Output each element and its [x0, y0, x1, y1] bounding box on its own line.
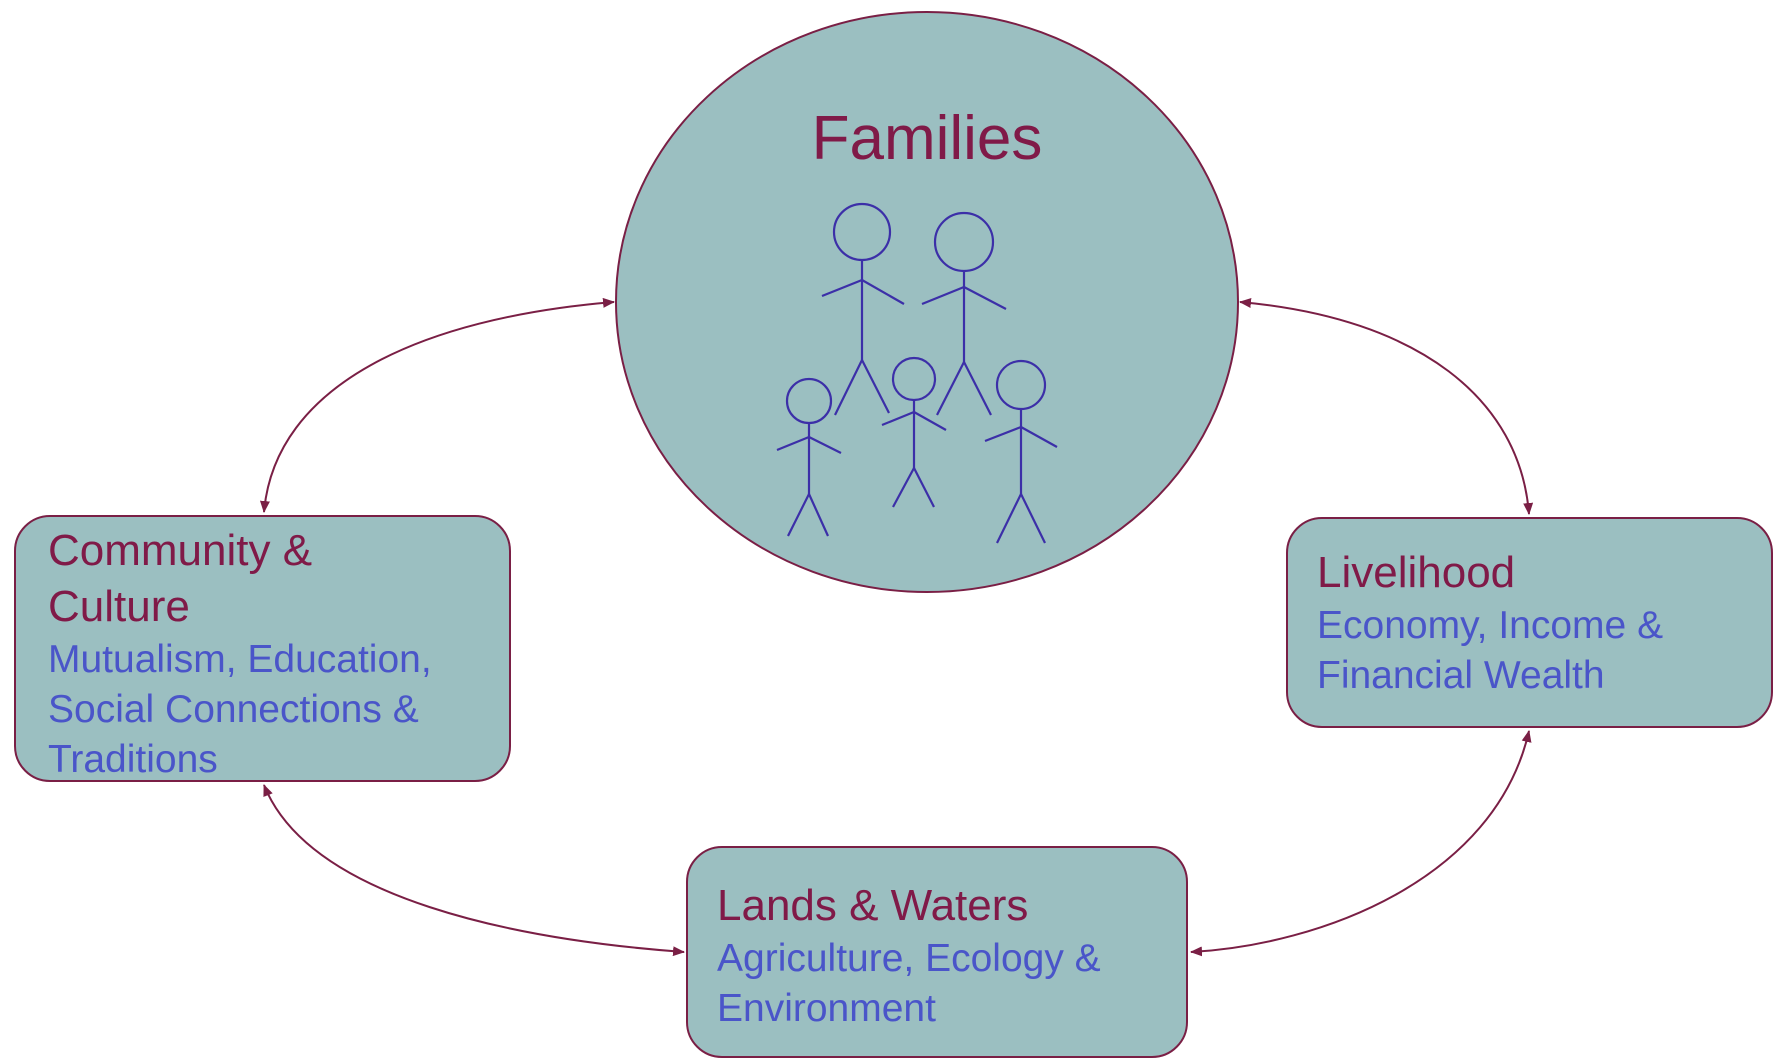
livelihood-title: Livelihood [1317, 548, 1516, 597]
adult-figure-icon [821, 202, 905, 416]
community-culture-subtitle: Mutualism, Education, Social Connections… [48, 638, 432, 781]
arrow-families-livelihood [1239, 297, 1534, 515]
community-culture-title: Community & Culture [48, 526, 313, 631]
families-title: Families [811, 104, 1043, 173]
child-figure-icon [776, 377, 842, 537]
arrow-families-community [259, 297, 615, 513]
arrow-community-lands [263, 784, 685, 957]
stick-figure-family-icon [776, 202, 1058, 544]
livelihood-subtitle: Economy, Income & Financial Wealth [1317, 604, 1664, 697]
community-culture-node: Community & Culture Mutualism, Education… [14, 515, 511, 782]
adult-figure-icon [921, 211, 1007, 416]
lands-waters-title: Lands & Waters [717, 881, 1029, 930]
lands-waters-node: Lands & Waters Agriculture, Ecology & En… [686, 846, 1188, 1058]
child-figure-icon [984, 359, 1058, 544]
child-figure-icon [881, 356, 947, 508]
arrow-livelihood-lands [1190, 730, 1532, 957]
livelihood-node: Livelihood Economy, Income & Financial W… [1286, 517, 1773, 728]
lands-waters-subtitle: Agriculture, Ecology & Environment [717, 937, 1101, 1030]
